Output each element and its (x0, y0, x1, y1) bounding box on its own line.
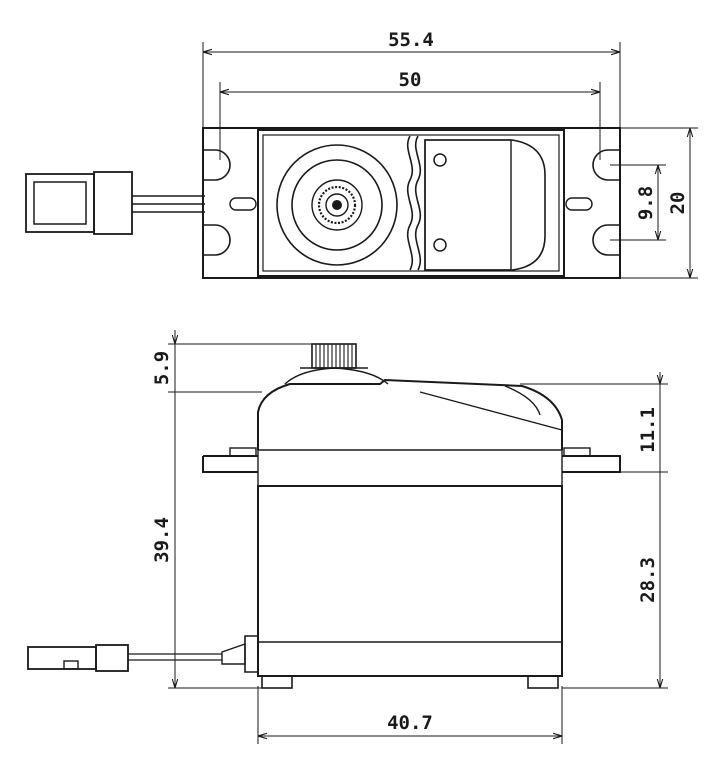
top-case-divider (406, 135, 414, 271)
top-case-inner (262, 134, 560, 272)
panel-screw-upper (433, 153, 447, 167)
side-foot-right (527, 675, 559, 689)
left-mounting-holes (203, 149, 257, 256)
dim-hole-pitch: 9.8 (635, 186, 657, 220)
top-view (25, 127, 621, 279)
top-case-outline (257, 129, 565, 277)
side-cable-connector (27, 635, 259, 673)
dim-hole-spacing: 50 (399, 69, 422, 91)
panel-screw-lower (433, 238, 447, 252)
output-spline-side (300, 343, 368, 369)
dim-case-length: 40.7 (387, 712, 433, 734)
dimension-lines (168, 42, 698, 744)
output-spline-top (276, 144, 398, 266)
dim-lower-case-height: 28.3 (637, 557, 659, 603)
side-lower-case (257, 485, 563, 677)
side-foot-left (261, 675, 293, 689)
dim-spline-height: 5.9 (151, 351, 173, 385)
side-view (27, 343, 621, 689)
dimension-labels: 55.4 50 20 9.8 5.9 11.1 39.4 28.3 40.7 (151, 29, 689, 734)
dim-flange-width: 20 (667, 192, 689, 215)
top-label-panel (424, 139, 546, 271)
side-top-case (257, 378, 563, 450)
top-flange-outline (202, 127, 621, 279)
side-mounting-flange (202, 455, 621, 473)
dim-top-case-height: 11.1 (637, 407, 659, 453)
dim-overall-width: 55.4 (388, 29, 434, 51)
top-cable-connector (25, 171, 205, 235)
dim-overall-height: 39.4 (151, 517, 173, 563)
right-mounting-holes (565, 149, 620, 256)
